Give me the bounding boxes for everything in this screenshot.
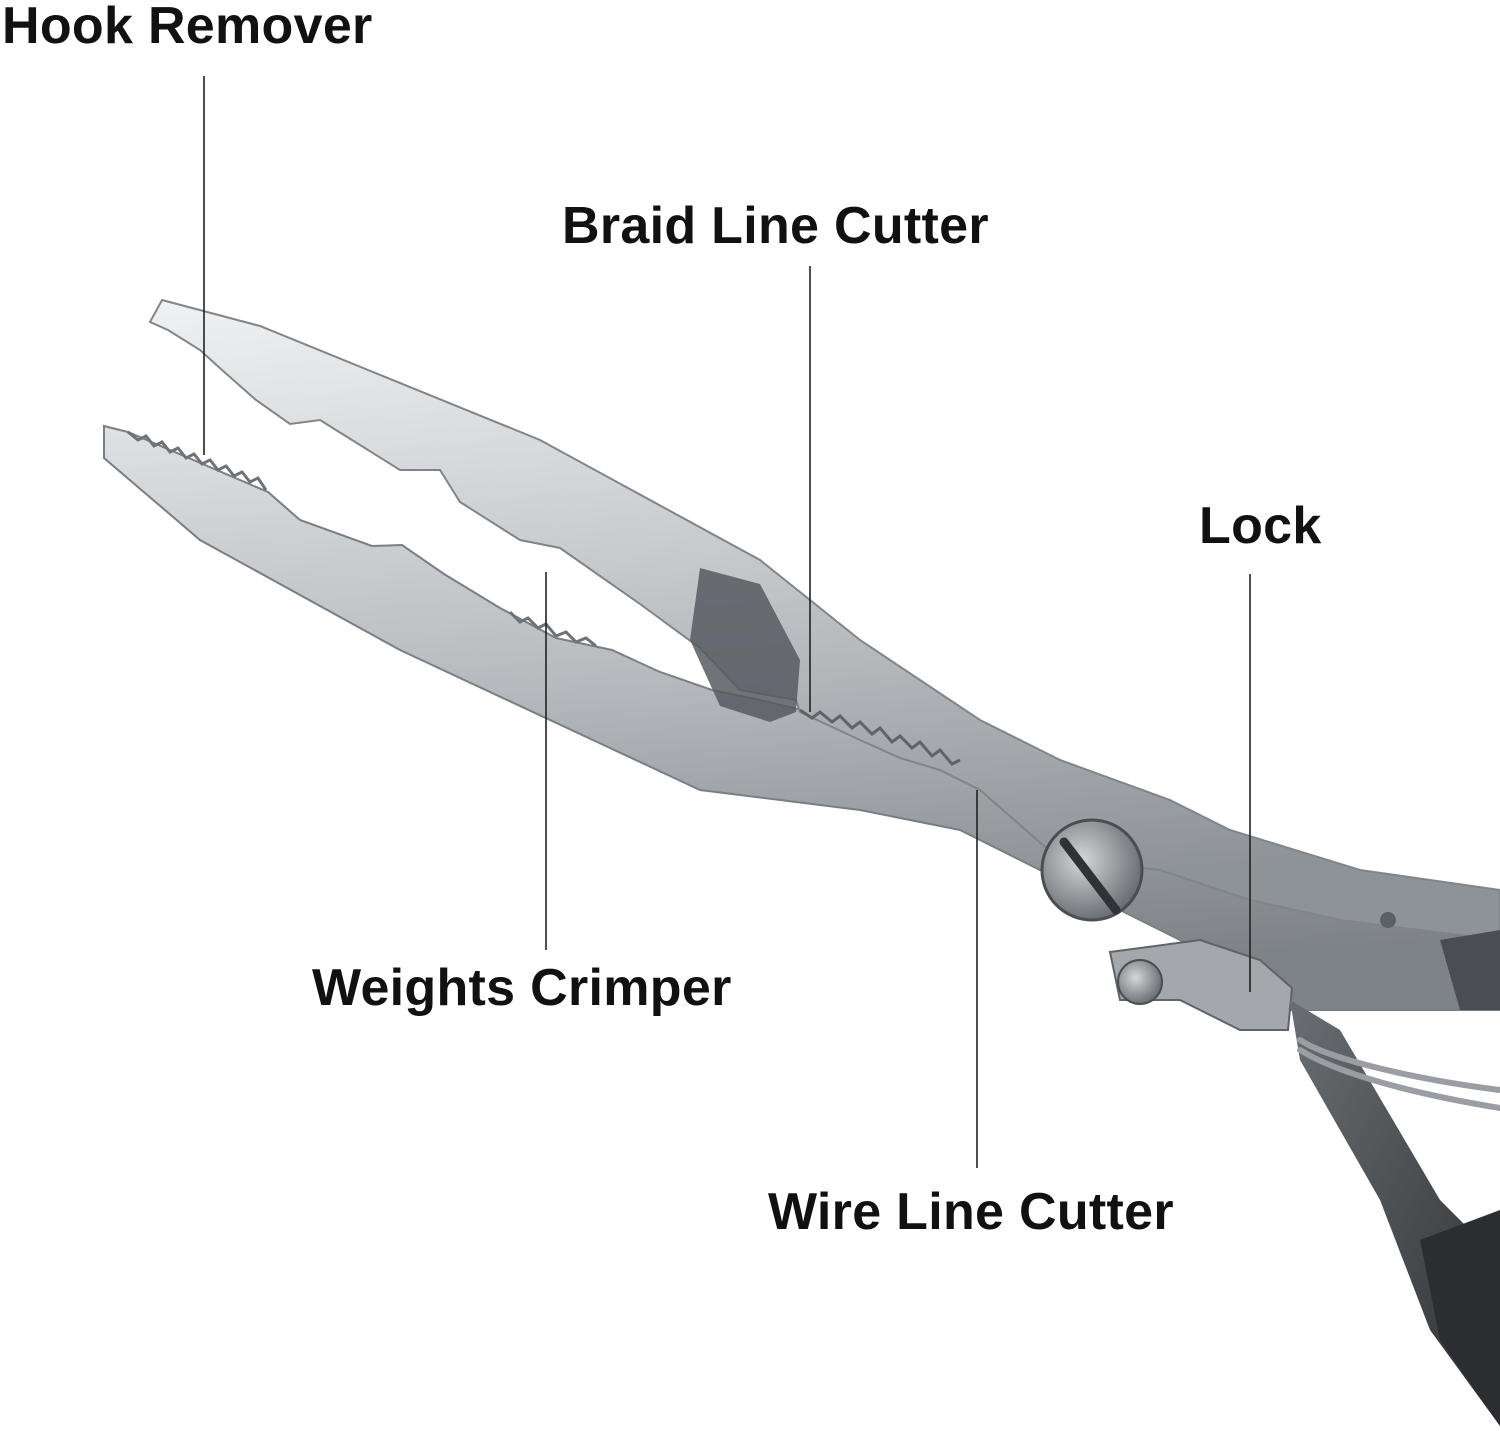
screw-slot bbox=[1059, 837, 1121, 915]
lock-button bbox=[1117, 959, 1163, 1005]
weights-crimper-label: Weights Crimper bbox=[312, 959, 732, 1017]
upper-jaw bbox=[148, 298, 1500, 942]
spring-wire bbox=[1297, 1037, 1500, 1111]
rivet bbox=[1380, 912, 1396, 928]
pivot-screw bbox=[1040, 818, 1144, 922]
braid-cutter-serrations bbox=[799, 708, 961, 766]
braid-line-cutter-label: Braid Line Cutter bbox=[562, 197, 989, 255]
hook-remover-label: Hook Remover bbox=[2, 0, 373, 55]
upper-handle bbox=[1440, 930, 1500, 1010]
lock-label: Lock bbox=[1199, 497, 1322, 555]
lower-jaw-teeth bbox=[127, 430, 268, 491]
wire-line-cutter-label: Wire Line Cutter bbox=[768, 1183, 1174, 1241]
handle-grip bbox=[1420, 1210, 1500, 1426]
jaw-slot bbox=[690, 568, 800, 722]
crimper-teeth bbox=[508, 610, 597, 648]
